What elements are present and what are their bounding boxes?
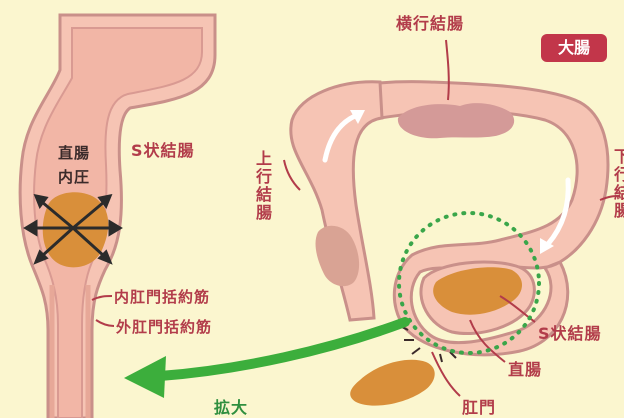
transverse-colon-stool xyxy=(398,103,514,138)
right-s-colon-label: S状結腸 xyxy=(538,320,602,344)
ascending-colon-label: 上行結腸 xyxy=(250,150,274,222)
transverse-colon-label: 横行結腸 xyxy=(396,10,464,34)
rectum-section-illustration xyxy=(20,15,215,418)
left-s-colon-label: S状結腸 xyxy=(131,137,195,161)
large-intestine-badge: 大腸 xyxy=(541,34,607,62)
left-rectum-label: 直腸 xyxy=(58,142,90,163)
pressure-label: 内圧 xyxy=(58,166,90,187)
descending-colon-label: 下行結腸 xyxy=(608,148,624,258)
expand-label: 拡大 xyxy=(214,394,248,418)
external-sphincter-label: 外肛門括約筋 xyxy=(116,316,212,337)
right-rectum-label: 直腸 xyxy=(508,356,542,380)
internal-sphincter-label: 内肛門括約筋 xyxy=(114,286,210,307)
expelled-stool xyxy=(350,360,435,406)
anus-label: 肛門 xyxy=(462,394,496,418)
